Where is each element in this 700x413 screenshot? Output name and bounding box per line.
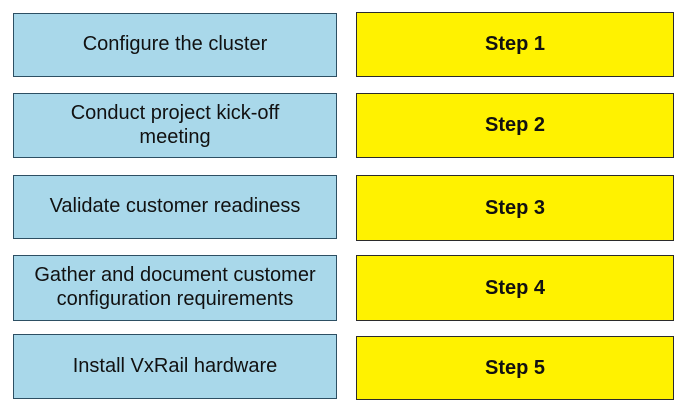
draggable-item-validate-readiness[interactable]: Validate customer readiness — [13, 175, 337, 239]
draggable-item-configure-cluster[interactable]: Configure the cluster — [13, 13, 337, 77]
drop-target-step-1[interactable]: Step 1 — [356, 12, 674, 77]
drop-target-step-3[interactable]: Step 3 — [356, 175, 674, 241]
drop-target-step-2[interactable]: Step 2 — [356, 93, 674, 158]
draggable-item-gather-requirements[interactable]: Gather and document customer configurati… — [13, 255, 337, 321]
draggable-item-kickoff-meeting[interactable]: Conduct project kick-off meeting — [13, 93, 337, 158]
drop-target-step-5[interactable]: Step 5 — [356, 336, 674, 400]
drop-target-step-4[interactable]: Step 4 — [356, 255, 674, 321]
draggable-item-install-hardware[interactable]: Install VxRail hardware — [13, 334, 337, 399]
